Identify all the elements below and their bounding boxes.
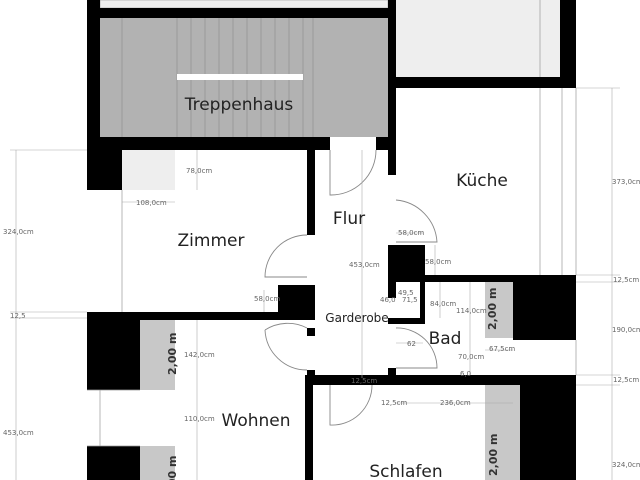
dim-zimmer-door: 58,0cm	[254, 295, 280, 303]
dim-bad-114: 114,0cm	[456, 307, 487, 315]
dim-right-kitchen: 373,0cm	[612, 178, 640, 186]
dim-flur-door-h: 58,0cm	[425, 258, 451, 266]
dim-left-lower: 453,0cm	[3, 429, 34, 437]
dim-left-upper: 324,0cm	[3, 228, 34, 236]
dimension-lines	[10, 87, 620, 480]
dim-window-wohnen: 2,00 m	[166, 333, 179, 375]
balcony-area-left	[99, 0, 389, 9]
wohnen-window-lower	[140, 446, 175, 480]
schlafen-window	[485, 385, 521, 480]
room-label-living: Wohnen	[222, 411, 291, 431]
dim-window-schlafen: 2,00 m	[487, 434, 500, 476]
room-label-kitchen: Küche	[456, 171, 508, 191]
doors	[264, 149, 438, 426]
zimmer-cabinet	[122, 150, 175, 190]
dim-bad-6: 6,0	[460, 370, 471, 378]
dim-wohnen-142: 142,0cm	[184, 351, 215, 359]
room-label-stairwell: Treppenhaus	[184, 95, 294, 115]
dim-zimmer-box-h: 78,0cm	[186, 167, 212, 175]
balcony-area-right	[396, 0, 560, 77]
dim-schlafen-236: 236,0cm	[440, 399, 471, 407]
bad-window	[485, 282, 513, 338]
room-label-wardrobe: Garderobe	[325, 311, 388, 325]
dim-flur-door-w: 58,0cm	[398, 229, 424, 237]
dim-window-bad: 2,00 m	[486, 288, 499, 330]
walls	[87, 0, 576, 480]
room-label-bathroom: Bad	[429, 329, 462, 349]
wohnen-window-upper	[140, 320, 175, 390]
dim-right-wall1: 12,5cm	[613, 276, 639, 284]
dim-wardrobe-w: 49,5	[398, 289, 414, 297]
dim-wardrobe-d: 71,5	[402, 296, 418, 304]
dim-schlafen-12: 12,5cm	[381, 399, 407, 407]
room-label-hallway: Flur	[333, 209, 365, 229]
dim-right-bad: 190,0cm	[612, 326, 640, 334]
dimension-labels: 324,0cm 12,5 453,0cm 78,0cm 108,0cm 58,0…	[3, 167, 640, 480]
dim-wall-flur: 12,5cm	[351, 377, 377, 385]
dim-flur-length: 453,0cm	[349, 261, 380, 269]
dim-window-wohnen-lower: 2,00 m	[166, 456, 179, 480]
dim-left-gap: 12,5	[10, 312, 26, 320]
dim-zimmer-box-w: 108,0cm	[136, 199, 167, 207]
dim-bad-62: 62	[407, 340, 416, 348]
room-label-bedroom: Schlafen	[369, 462, 442, 480]
room-label-zimmer: Zimmer	[178, 231, 245, 251]
dim-right-lower: 324,0cm	[612, 461, 640, 469]
dim-bad-84: 84,0cm	[430, 300, 456, 308]
dim-right-wall2: 12,5cm	[613, 376, 639, 384]
dim-wardrobe-h: 46,0	[380, 296, 396, 304]
dim-wohnen-110: 110,0cm	[184, 415, 215, 423]
stairwell-railing	[177, 74, 303, 80]
dim-bad-70: 70,0cm	[458, 353, 484, 361]
dim-bad-67: 67,5cm	[489, 345, 515, 353]
